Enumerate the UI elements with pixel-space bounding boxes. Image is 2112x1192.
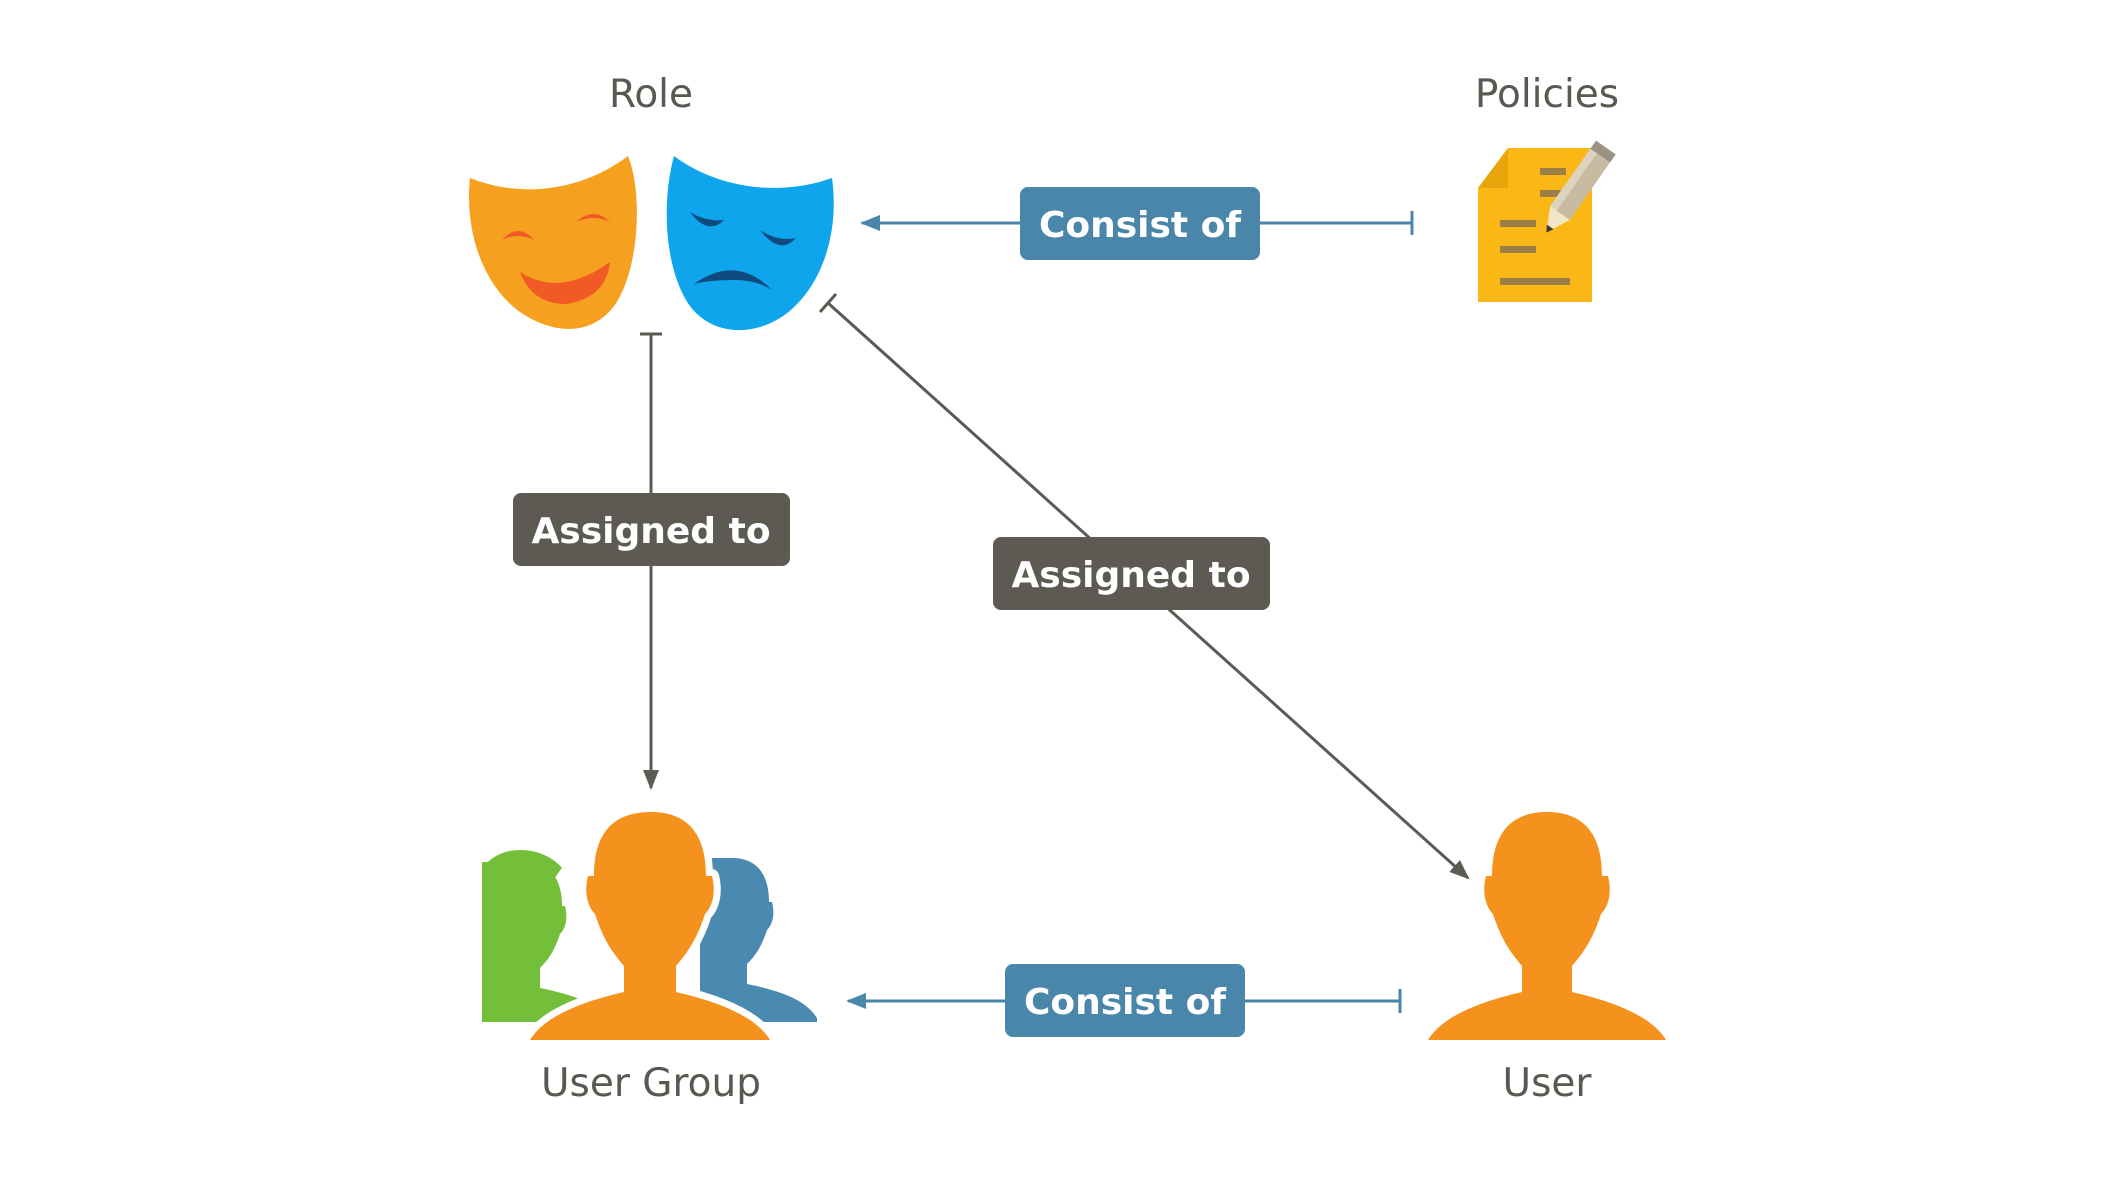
- comedy-mask: [469, 156, 637, 329]
- theater-masks-icon: [469, 156, 834, 331]
- policies-label: Policies: [1475, 72, 1619, 117]
- edge-role-assigned-to-user: Assigned to: [818, 293, 1470, 880]
- user-group-left-person: [482, 850, 610, 1022]
- edge-policies-consist-of-role: Consist of: [860, 187, 1414, 260]
- edge-tail-bar: [818, 293, 838, 313]
- role-label: Role: [609, 72, 693, 117]
- edge-label-box: [1020, 187, 1260, 260]
- edge-label-box: [513, 493, 790, 566]
- user-group-right-person: [700, 858, 817, 1022]
- user-group-label: User Group: [541, 1061, 761, 1106]
- edge-label: Consist of: [1024, 982, 1226, 1023]
- edge-label: Consist of: [1039, 205, 1241, 246]
- user-label: User: [1503, 1061, 1593, 1106]
- edge-label-box: [993, 537, 1270, 610]
- document-with-pencil-icon: [1478, 140, 1616, 302]
- user-group-icon: [482, 805, 817, 1047]
- tragedy-mask: [666, 156, 834, 331]
- edge-user-consist-of-user-group: Consist of: [846, 964, 1402, 1037]
- edge-label: Assigned to: [1011, 555, 1250, 596]
- user-group-center-person: [523, 805, 777, 1047]
- edge-label: Assigned to: [531, 511, 770, 552]
- edge-role-assigned-to-user-group: Assigned to: [513, 332, 790, 790]
- user-icon: [1428, 812, 1666, 1040]
- edge-label-box: [1005, 964, 1245, 1037]
